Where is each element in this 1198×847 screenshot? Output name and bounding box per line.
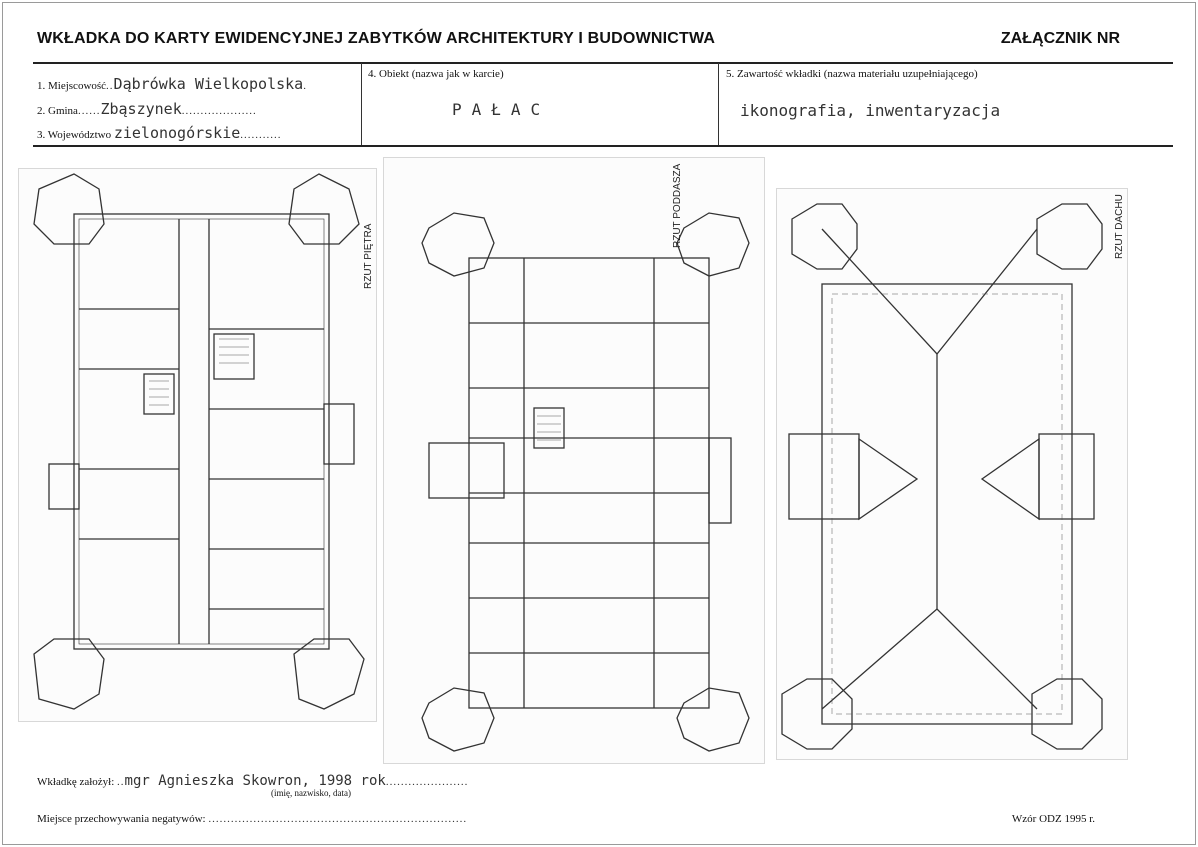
object-label: 4. Obiekt (nazwa jak w karcie)	[368, 68, 504, 80]
voivodeship-value: zielonogórskie	[113, 124, 241, 142]
header-top-rule	[33, 62, 1173, 64]
column-divider-2	[718, 63, 719, 145]
form-title: WKŁADKA DO KARTY EWIDENCYJNEJ ZABYTKÓW A…	[37, 30, 716, 47]
roof-plan-drawing: RZUT DACHU	[781, 194, 1125, 750]
commune-value: Zbąszynek	[100, 100, 182, 118]
roof-plan-label: RZUT DACHU	[1114, 194, 1125, 259]
object-value: PAŁAC	[452, 100, 551, 119]
author-label: Wkładkę założył:	[37, 776, 115, 788]
commune-label: 2. Gmina	[37, 105, 78, 117]
roof-plan-sheet: RZUT DACHU	[776, 188, 1128, 760]
content-label: 5. Zawartość wkładki (nazwa materiału uz…	[726, 68, 978, 80]
author-value: mgr Agnieszka Skowron, 1998 rok	[124, 773, 386, 789]
content-value: ikonografia, inwentaryzacja	[740, 101, 1001, 120]
author-field: Wkładkę założył: ..mgr Agnieszka Skowron…	[37, 773, 469, 789]
locality-label: 1. Miejscowość	[37, 80, 107, 92]
header-bottom-rule	[33, 145, 1173, 147]
voivodeship-label: 3. Województwo	[37, 129, 112, 141]
negatives-field: Miejsce przechowywania negatywów: ......…	[37, 813, 468, 825]
column-divider-1	[361, 63, 362, 145]
locality-value: Dąbrówka Wielkopolska	[113, 75, 304, 93]
floor-plan-sheet: RZUT PIĘTRA	[18, 168, 377, 722]
attic-plan-sheet: RZUT PODDASZA	[383, 157, 765, 764]
floor-plan-label: RZUT PIĘTRA	[363, 223, 374, 289]
attachment-number-label: ZAŁĄCZNIK NR	[1000, 30, 1120, 47]
negatives-label: Miejsce przechowywania negatywów:	[37, 813, 206, 825]
voivodeship-field: 3. Województwo zielonogórskie...........	[37, 124, 282, 142]
attic-plan-drawing: RZUT PODDASZA	[421, 163, 750, 752]
commune-field: 2. Gmina......Zbąszynek.................…	[37, 100, 257, 118]
floor-plan-drawing: RZUT PIĘTRA	[33, 173, 374, 710]
attic-plan-label: RZUT PODDASZA	[672, 163, 683, 248]
author-caption: (imię, nazwisko, data)	[271, 788, 351, 798]
form-model-label: Wzór ODZ 1995 r.	[1011, 813, 1095, 825]
locality-field: 1. Miejscowość..Dąbrówka Wielkopolska.	[37, 75, 307, 93]
